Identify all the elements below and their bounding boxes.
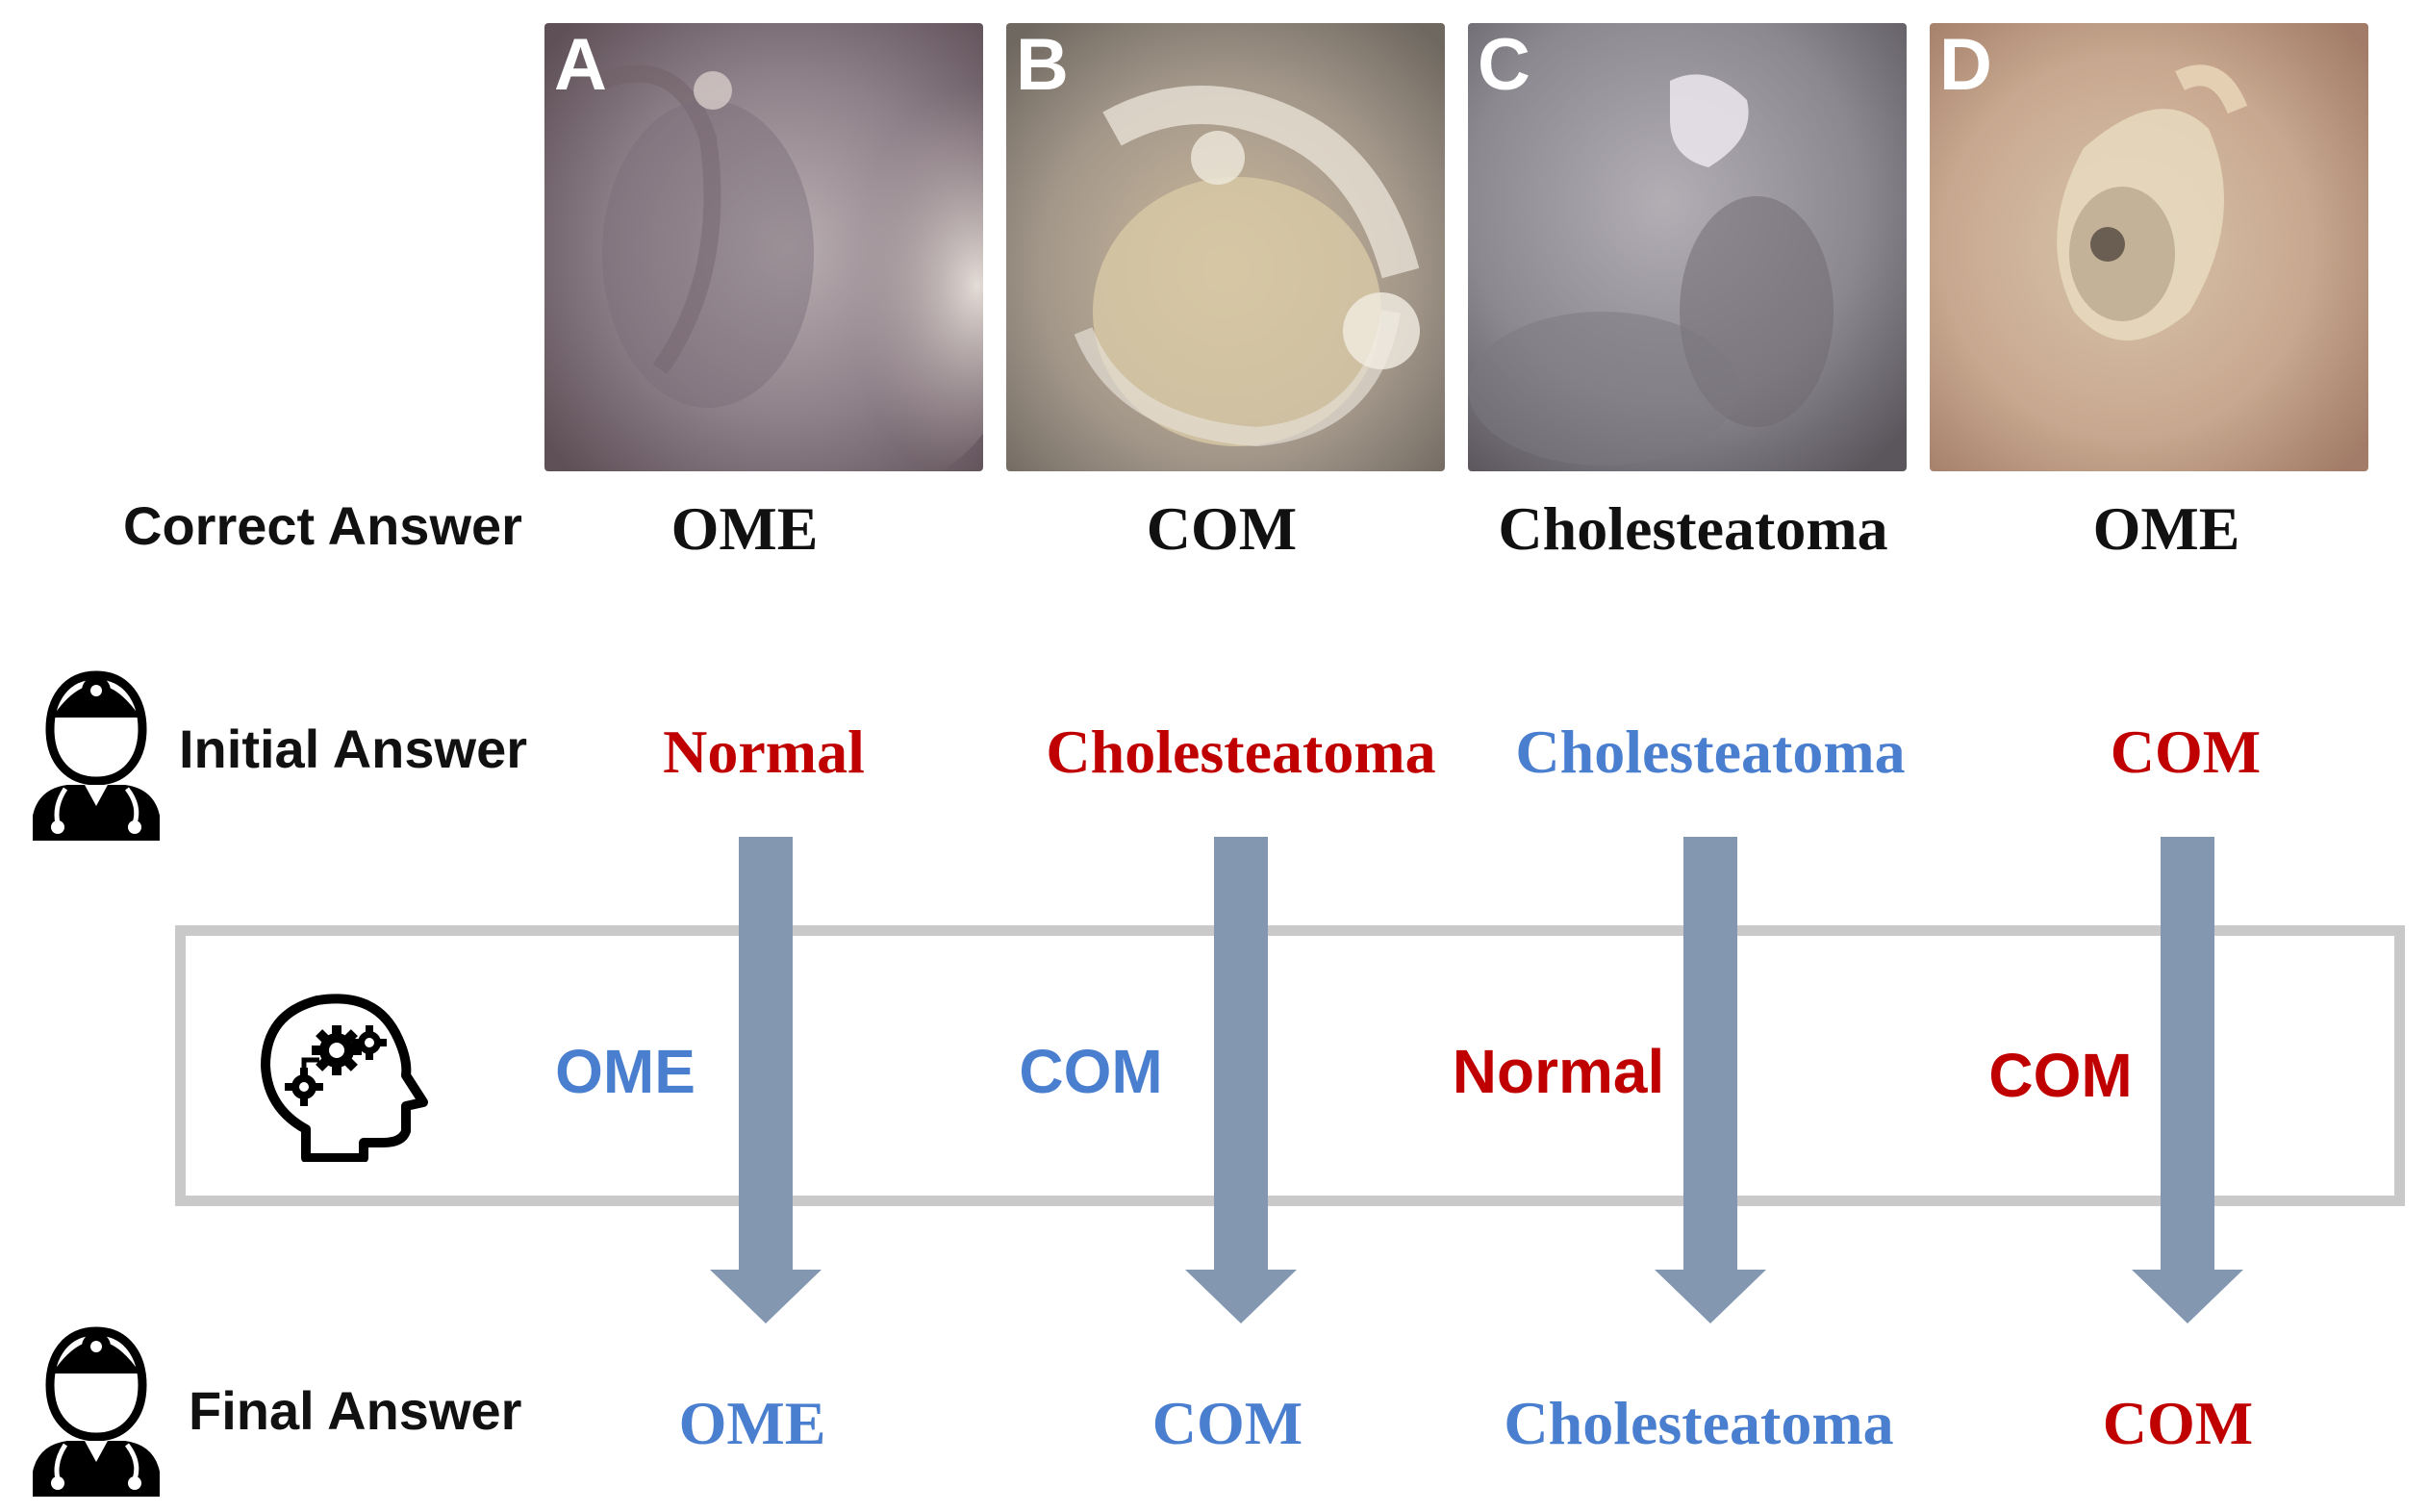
initial-answer-a: Normal xyxy=(663,718,865,786)
final-answer-label: Final Answer xyxy=(189,1380,522,1441)
ai-answer-d: COM xyxy=(1988,1041,2133,1110)
down-arrow-icon xyxy=(1655,837,1766,1323)
panel-letter: B xyxy=(1016,24,1069,106)
final-answer-c: Cholesteatoma xyxy=(1504,1389,1894,1457)
down-arrow-icon xyxy=(710,837,822,1323)
down-arrow-icon xyxy=(2132,837,2243,1323)
correct-answer-label: Correct Answer xyxy=(123,495,522,556)
correct-answer-a: OME xyxy=(670,494,819,563)
correct-answer-b: COM xyxy=(1146,494,1298,563)
eardrum-photo-c xyxy=(1468,23,1907,471)
ai-answer-a: OME xyxy=(555,1037,696,1106)
initial-answer-label: Initial Answer xyxy=(179,718,528,779)
final-answer-a: OME xyxy=(678,1389,826,1457)
otoscopy-image-a: A xyxy=(544,23,983,471)
initial-answer-c: Cholesteatoma xyxy=(1515,718,1906,786)
initial-answer-b: Cholesteatoma xyxy=(1046,718,1436,786)
final-answer-d: COM xyxy=(2102,1389,2254,1457)
final-answer-b: COM xyxy=(1151,1389,1303,1457)
eardrum-photo-d xyxy=(1930,23,2368,471)
otoscopy-image-b: B xyxy=(1006,23,1445,471)
correct-answer-c: Cholesteatoma xyxy=(1498,494,1888,563)
panel-letter: A xyxy=(554,24,607,106)
eardrum-photo-a xyxy=(544,23,983,471)
down-arrow-icon xyxy=(1185,837,1297,1323)
ai-answer-c: Normal xyxy=(1452,1037,1665,1106)
ai-answer-b: COM xyxy=(1019,1037,1163,1106)
otoscopy-image-d: D xyxy=(1930,23,2368,471)
doctor-icon xyxy=(33,1326,160,1497)
eardrum-photo-b xyxy=(1006,23,1445,471)
doctor-icon xyxy=(33,670,160,841)
initial-answer-d: COM xyxy=(2110,718,2262,786)
head-gears-icon xyxy=(261,994,428,1162)
otoscopy-image-c: C xyxy=(1468,23,1907,471)
ai-assistance-box xyxy=(175,925,2405,1206)
correct-answer-d: OME xyxy=(2092,494,2240,563)
panel-letter: C xyxy=(1478,24,1530,106)
panel-letter: D xyxy=(1939,24,1992,106)
